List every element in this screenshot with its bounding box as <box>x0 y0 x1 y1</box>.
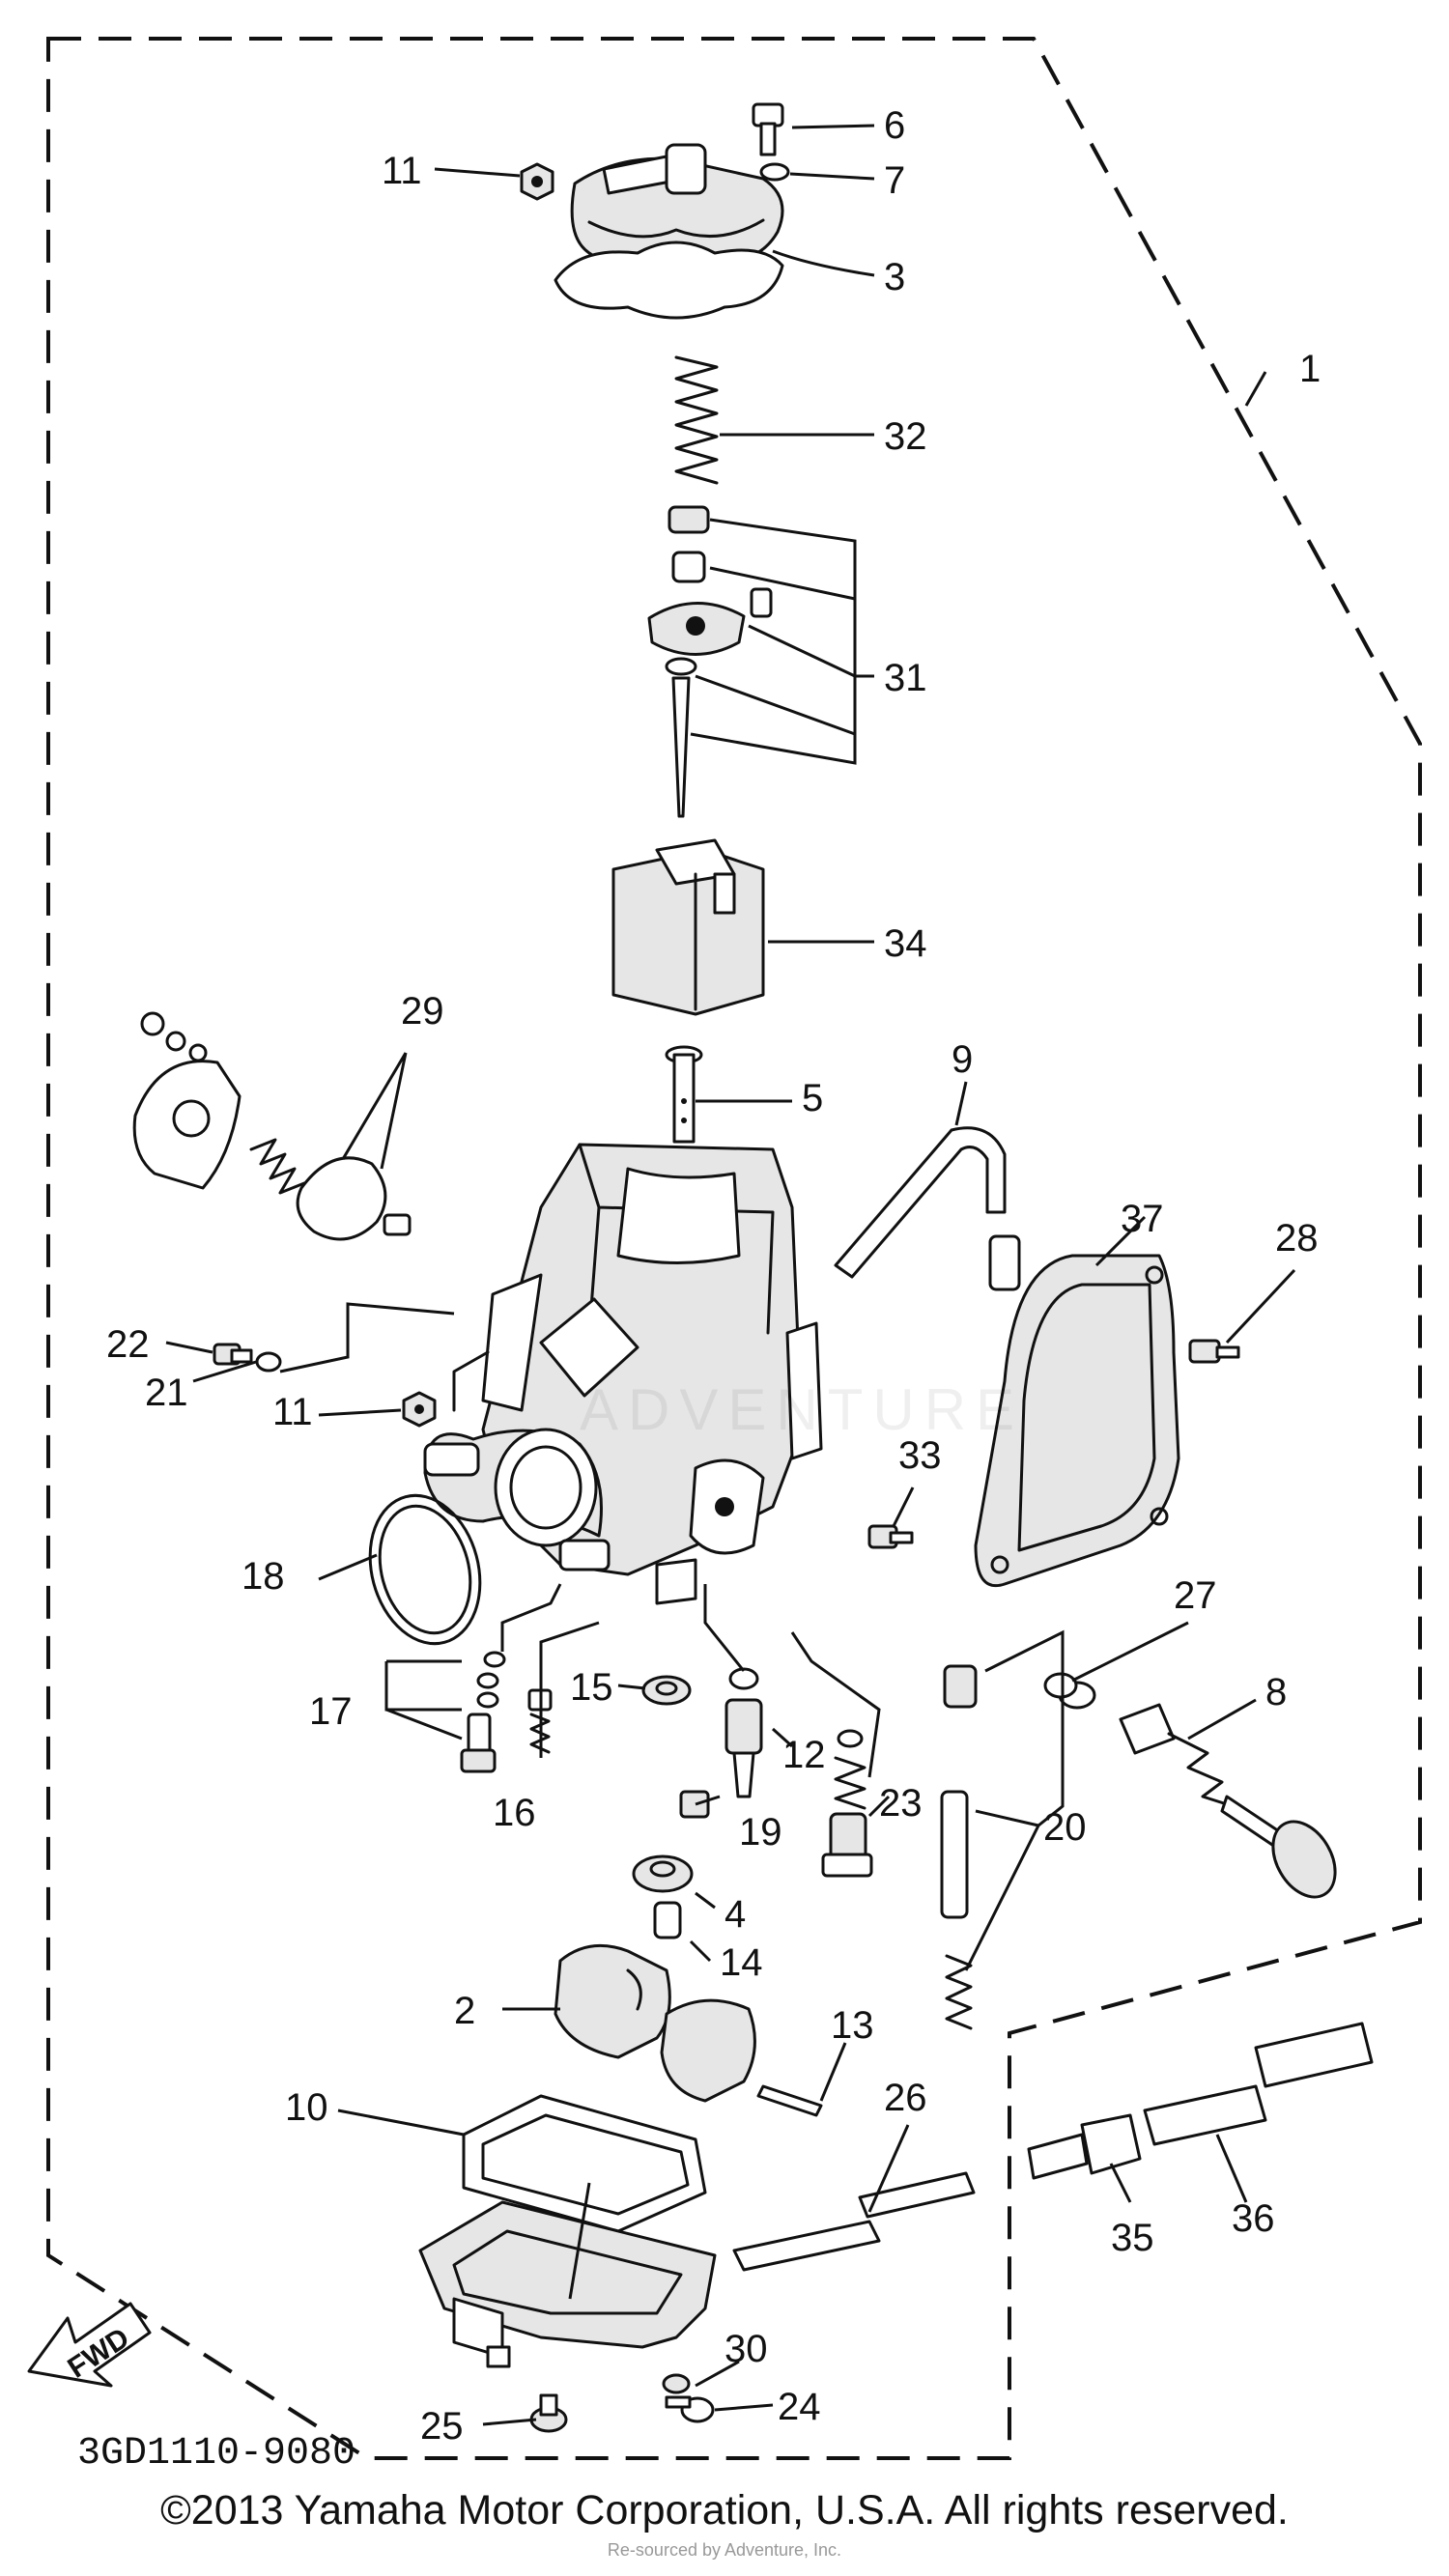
starter-assembly-20 <box>940 1664 978 2030</box>
bowl-gasket-10 <box>462 2094 707 2233</box>
callout-18: 18 <box>242 1555 285 1598</box>
callout-33: 33 <box>898 1434 942 1477</box>
cover-gasket <box>554 241 784 320</box>
callout-4: 4 <box>724 1893 746 1936</box>
spring-32 <box>674 355 719 485</box>
drawing-code: 3GD1110-9080 <box>77 2432 355 2473</box>
callout-37: 37 <box>1121 1198 1164 1240</box>
assembly-boundary <box>46 37 1422 2460</box>
callout-34: 34 <box>884 922 927 965</box>
callout-26: 26 <box>884 2077 927 2119</box>
callout-32: 32 <box>884 415 927 458</box>
callout-16: 16 <box>493 1792 536 1834</box>
callout-29: 29 <box>401 990 444 1033</box>
throttle-screw-8 <box>1058 1681 1337 1899</box>
carburetor-exploded-diagram: 1 2 3 4 5 6 7 8 9 10 11 11 12 13 14 15 1… <box>27 37 1422 2473</box>
top-cover-3 <box>570 143 784 271</box>
screw-28 <box>1188 1339 1240 1364</box>
callout-21: 21 <box>145 1372 188 1414</box>
plug-19 <box>679 1790 710 1819</box>
callout-20: 20 <box>1043 1806 1087 1849</box>
hose-9 <box>834 1126 1021 1291</box>
washer-21 <box>255 1351 282 1373</box>
callout-36: 36 <box>1232 2197 1275 2240</box>
o-ring-30 <box>662 2373 691 2394</box>
callout-numbers: 1 2 3 4 5 6 7 8 9 10 11 11 12 13 14 15 1… <box>106 104 1321 2448</box>
screw-33 <box>867 1524 914 1549</box>
callout-2: 2 <box>454 1990 475 2032</box>
callout-24: 24 <box>778 2386 821 2428</box>
fitting-35 <box>1027 2113 1142 2180</box>
pump-spring <box>249 1138 306 1195</box>
nut-11-top <box>520 162 554 201</box>
callout-7: 7 <box>884 159 905 202</box>
needle-valve-4 <box>632 1854 694 1893</box>
callout-10: 10 <box>285 2086 328 2129</box>
o-ring-27 <box>1043 1672 1078 1699</box>
drain-bolt-24 <box>665 2395 715 2423</box>
hose-36 <box>1143 2022 1374 2146</box>
callout-22: 22 <box>106 1323 150 1366</box>
callout-27: 27 <box>1174 1574 1217 1617</box>
hose-26 <box>732 2171 976 2272</box>
callout-19: 19 <box>739 1811 782 1854</box>
callout-28: 28 <box>1275 1217 1319 1260</box>
callout-5: 5 <box>802 1077 823 1119</box>
callout-6: 6 <box>884 104 905 147</box>
callout-15: 15 <box>570 1666 613 1709</box>
callout-3: 3 <box>884 256 905 298</box>
starter-plunger-23 <box>821 1729 873 1878</box>
nut-11-lower <box>402 1391 437 1428</box>
callout-17: 17 <box>309 1690 353 1733</box>
callout-13: 13 <box>831 2004 874 2047</box>
callout-25: 25 <box>420 2405 464 2448</box>
callout-23: 23 <box>879 1782 923 1825</box>
fwd-arrow: FWD <box>27 2302 152 2388</box>
leader-lines <box>165 124 1296 2426</box>
pump-cover <box>132 1011 242 1190</box>
screw-22 <box>213 1343 253 1366</box>
plug-15 <box>641 1675 692 1706</box>
float-bowl <box>418 2200 717 2368</box>
o-ring-18 <box>368 1493 482 1646</box>
pilot-jet-17 <box>460 1651 506 1773</box>
side-cover-37 <box>974 1254 1180 1587</box>
watermark-text: ADVENTURE <box>580 1377 1024 1442</box>
callout-11-lower: 11 <box>272 1391 313 1433</box>
callout-8: 8 <box>1265 1671 1287 1713</box>
callout-1: 1 <box>1299 348 1321 390</box>
carburetor-body-1 <box>423 1143 823 1605</box>
needle-set-31 <box>647 505 773 818</box>
callout-31: 31 <box>884 657 927 699</box>
callout-12: 12 <box>782 1734 826 1776</box>
main-jet-12 <box>724 1667 763 1798</box>
callout-35: 35 <box>1111 2217 1154 2259</box>
float-pin-13 <box>756 2084 823 2117</box>
needle-jet-5 <box>665 1045 703 1144</box>
washer-7 <box>759 162 790 182</box>
drain-screw-25 <box>529 2393 568 2433</box>
callout-14: 14 <box>720 1941 763 1984</box>
float-2 <box>554 1943 756 2103</box>
faint-overlay-text: Re-sourced by Adventure, Inc. <box>607 2540 842 2560</box>
pump-diaphragm <box>296 1156 412 1241</box>
throttle-slide-34 <box>611 838 765 1016</box>
callout-30: 30 <box>724 2328 768 2370</box>
callout-9: 9 <box>952 1038 973 1081</box>
callout-11-top: 11 <box>382 150 422 192</box>
needle-valve-14 <box>653 1901 682 1939</box>
copyright-notice: ©2013 Yamaha Motor Corporation, U.S.A. A… <box>160 2487 1289 2534</box>
screw-6 <box>752 102 784 156</box>
